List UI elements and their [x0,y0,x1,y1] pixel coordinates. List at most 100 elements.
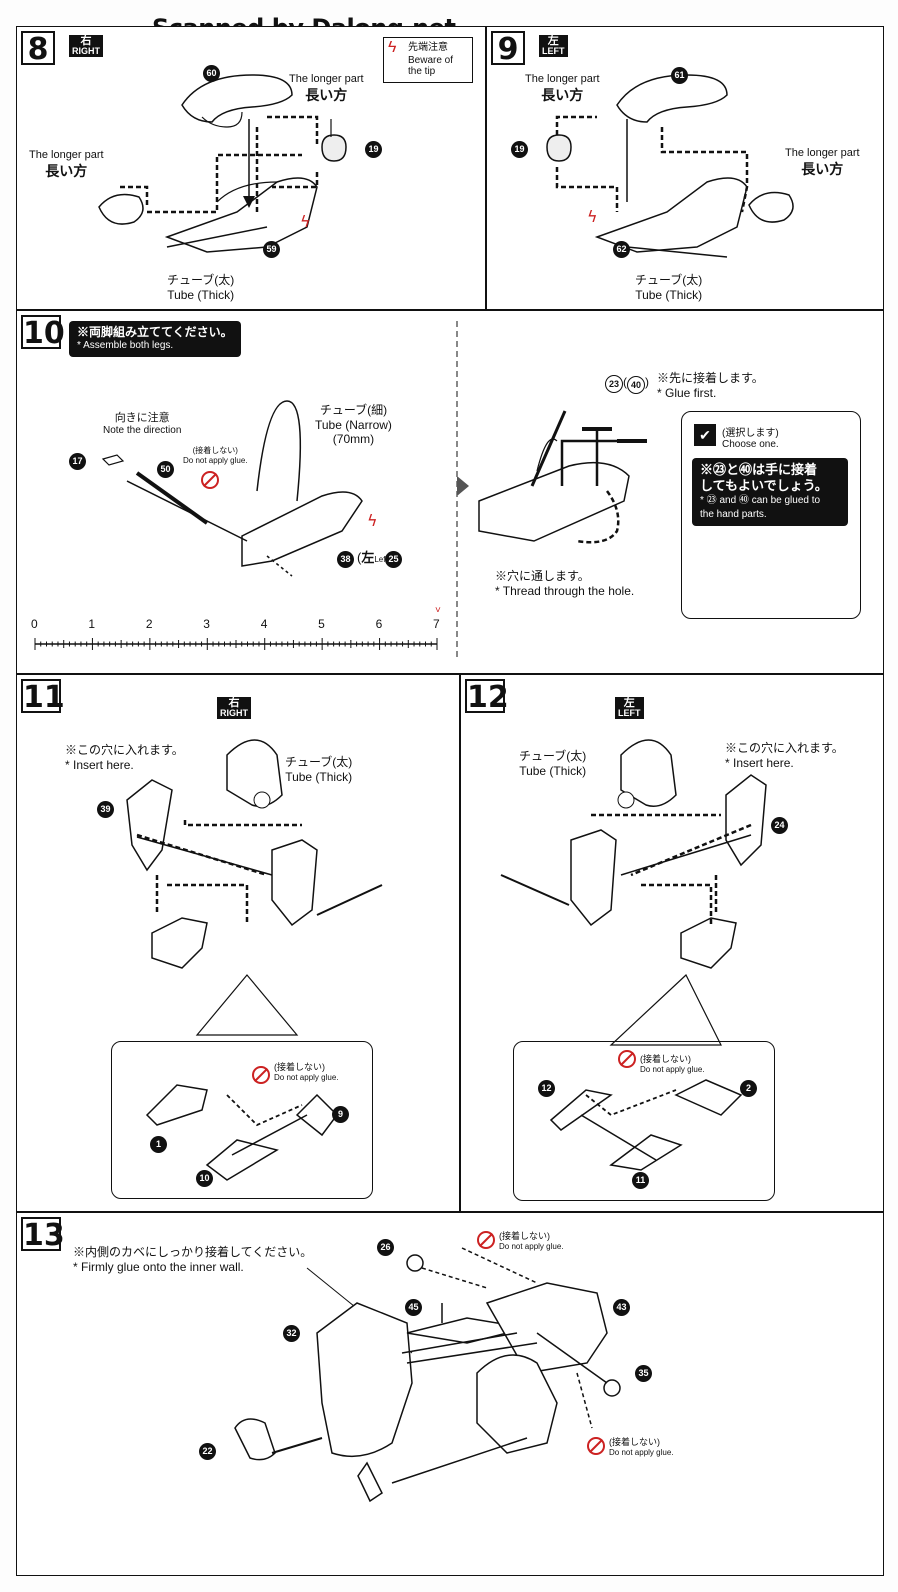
tube-jp: チューブ(細) [319,403,388,417]
choose-icon: ✔ [694,424,716,446]
tube-en: Tube (Thick) [285,770,353,784]
side-badge: 左 LEFT [615,697,644,719]
step-number: 8 [21,31,55,67]
part-19: 19 [365,141,382,158]
no-glue-icon [587,1437,605,1455]
part-50: 50 [157,461,174,478]
step-10-panel: 10 ※両脚組み立ててください。 * Assemble both legs. ϟ [16,310,884,674]
no-glue-label: (接着しない) Do not apply glue. [274,1060,339,1082]
svg-text:ϟ: ϟ [367,511,378,530]
step-9-panel: 9 左 LEFT ϟ 61 19 62 The longer part 長い方 … [486,26,884,310]
longer-part-right: The longer part 長い方 [289,73,364,105]
warning-en-2: the tip [408,66,436,77]
side-badge: 左 LEFT [539,35,568,57]
choose-en: Choose one. [722,439,779,450]
part-19: 19 [511,141,528,158]
side-badge-jp: 左 [547,35,559,47]
note-en: * Firmly glue onto the inner wall. [73,1260,244,1274]
longer-part-en: The longer part [289,73,364,85]
step-9-drawing: ϟ [546,74,794,258]
side-badge-en: RIGHT [220,708,248,718]
glue-first-label: ※先に接着します。 * Glue first. [657,369,764,400]
step-8-drawing: ϟ [98,74,347,253]
tube-jp: チューブ(太) [635,273,703,287]
step-13-panel: 13 ※内側のカベにしっかり接着してください。 * Firmly glue on… [16,1212,884,1576]
direction-en: Note the direction [103,425,182,436]
step-number: 11 [21,679,65,715]
no-glue-jp: (接着しない) [609,1437,660,1447]
longer-part-en: The longer part [785,147,860,159]
no-glue-en: Do not apply glue. [499,1242,564,1251]
tube-en: Tube (Thick) [519,764,587,778]
no-glue-icon [618,1050,636,1068]
step-11-drawing [126,739,383,1181]
hand-glue-note: ※㉓と㊵は手に接着 してもよいでしょう。 * ㉓ and ㊵ can be gl… [692,458,848,526]
tube-jp: チューブ(太) [285,755,353,769]
side-badge: 右 RIGHT [217,697,251,719]
insert-jp: ※この穴に入れます。 [65,743,184,757]
detail-inset: (接着しない) Do not apply glue. 12 2 11 [513,1041,775,1201]
no-glue-label: (接着しない) Do not apply glue. [640,1052,705,1074]
hand-jp-1: ※㉓と㊵は手に接着 [700,462,818,477]
note-jp: ※内側のカベにしっかり接着してください。 [73,1245,313,1259]
no-glue-icon [252,1066,270,1084]
longer-part-jp: 長い方 [305,87,348,103]
step-11-panel: 11 右 RIGHT ※この穴に入れます。 * Insert here. チュー… [16,674,460,1212]
tube-label: チューブ(太) Tube (Thick) [519,747,586,778]
part-40-wrap: (40) [623,374,649,394]
longer-part-left: The longer part 長い方 [525,73,600,105]
tube-length: (70mm) [332,432,375,446]
step-12-drawing [500,739,767,1171]
ruler-label: 0 [31,617,38,631]
step-number: 10 [21,315,65,351]
tube-label: チューブ(太) Tube (Thick) [285,753,352,784]
no-glue-label-bottom: (接着しない) Do not apply glue. [609,1435,674,1457]
step-12-panel: 12 左 LEFT チューブ(太) Tube (Thick) ※この穴に入れます… [460,674,884,1212]
longer-part-en: The longer part [29,149,104,161]
no-glue-en: Do not apply glue. [609,1448,674,1457]
no-glue-jp: (接着しない) [192,446,238,455]
ruler-marker: ˅ [435,605,441,616]
direction-label: 向きに注意 Note the direction [103,409,181,436]
step-number: 12 [465,679,509,715]
no-glue-en: Do not apply glue. [183,456,248,465]
note-en: * Assemble both legs. [77,340,174,351]
warning-box: ϟ 先端注意 Beware of the tip [383,37,473,83]
choose-one-inset: ✔ (選択します) Choose one. ※㉓と㊵は手に接着 してもよいでしょ… [681,411,861,619]
left-jp: 左 [361,550,375,565]
tube-label: チューブ(太) Tube (Thick) [635,271,702,302]
left-variant: (左Left [357,550,388,565]
warning-jp: 先端注意 [408,42,448,53]
part-17: 17 [69,453,86,470]
choose-jp: (選択します) [722,428,779,439]
hand-en-1: * ㉓ and ㊵ can be glued to [700,495,821,506]
no-glue-icon [477,1231,495,1249]
svg-text:ϟ: ϟ [300,212,311,231]
tube-jp: チューブ(太) [167,273,235,287]
step-8-panel: 8 右 RIGHT ϟ 先端注意 Beware of the tip [16,26,486,310]
tube-en: Tube (Thick) [167,288,235,302]
longer-part-jp: 長い方 [801,161,844,177]
longer-part-left: The longer part 長い方 [29,149,104,181]
no-glue-jp: (接着しない) [274,1062,325,1072]
longer-part-en: The longer part [525,73,600,85]
step-number: 9 [491,31,525,67]
side-badge-jp: 右 [228,697,240,709]
part-62: 62 [613,241,630,258]
part-22: 22 [199,1443,216,1460]
svg-text:ϟ: ϟ [587,207,598,226]
tube-narrow-label: チューブ(細) Tube (Narrow) (70mm) [315,401,392,446]
thread-label: ※穴に通します。 * Thread through the hole. [495,567,634,598]
choose-label: (選択します) Choose one. [722,424,779,450]
ruler-label: 1 [88,617,96,631]
part-26: 26 [377,1239,394,1256]
side-badge: 右 RIGHT [69,35,103,57]
spark-icon: ϟ [388,39,397,56]
no-glue-en: Do not apply glue. [274,1073,339,1082]
part-11: 11 [632,1172,649,1189]
part-32: 32 [283,1325,300,1342]
ruler-label: 6 [375,617,383,631]
ruler-label: 4 [260,617,268,631]
tube-jp: チューブ(太) [519,749,587,763]
tube-en: Tube (Thick) [635,288,703,302]
